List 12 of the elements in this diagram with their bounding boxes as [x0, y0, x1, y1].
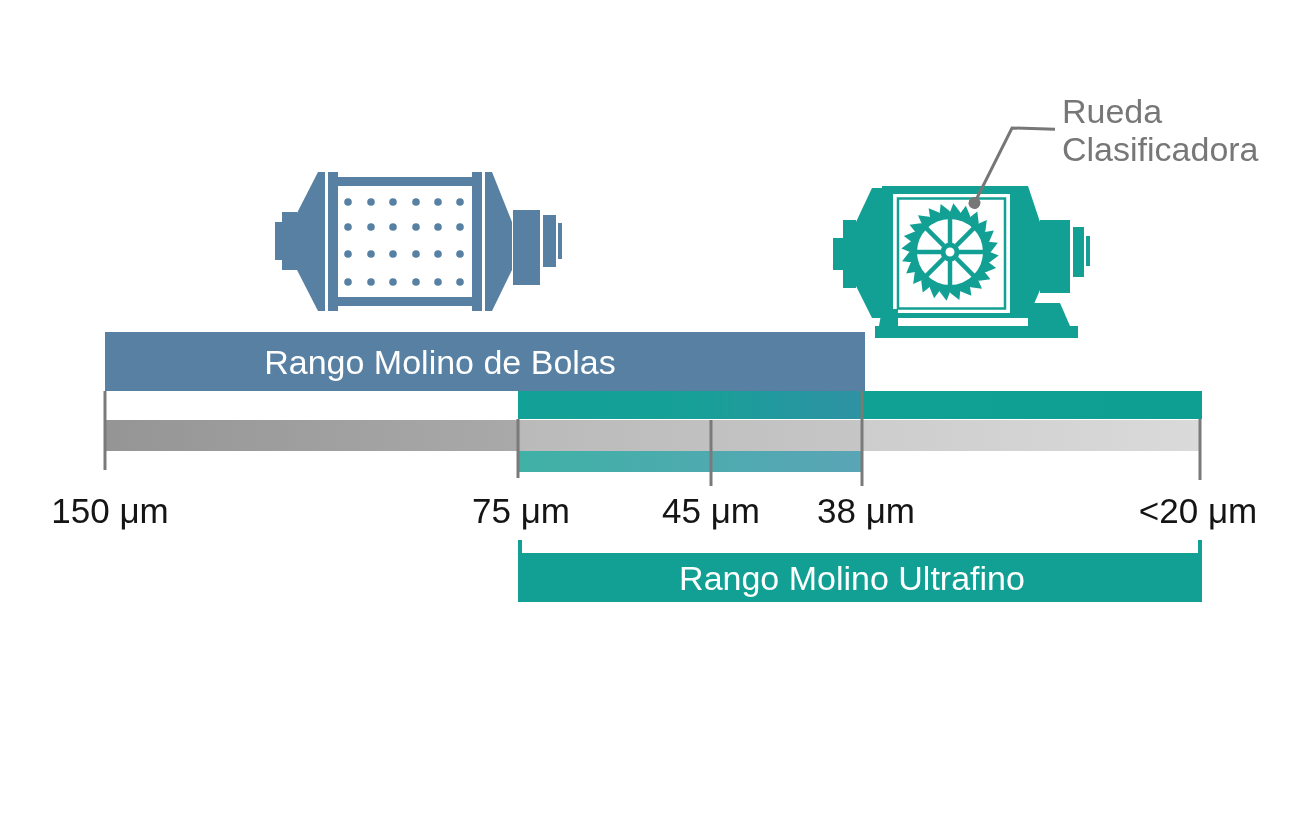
- range-bracket: [518, 540, 1202, 602]
- axis-label: 150 μm: [51, 491, 169, 531]
- axis-label: 38 μm: [817, 491, 915, 531]
- gear-icon: [901, 203, 999, 301]
- callout-label: Rueda Clasificadora: [1055, 92, 1269, 172]
- range-label: Rango Molino de Bolas: [264, 341, 616, 382]
- range-band: [105, 332, 865, 391]
- axis-label: 45 μm: [662, 491, 760, 531]
- range-label: Rango Molino Ultrafino: [679, 557, 1025, 598]
- axis-label: 75 μm: [472, 491, 570, 531]
- axis-label: <20 μm: [1138, 491, 1258, 531]
- leader-line: [968, 126, 1056, 209]
